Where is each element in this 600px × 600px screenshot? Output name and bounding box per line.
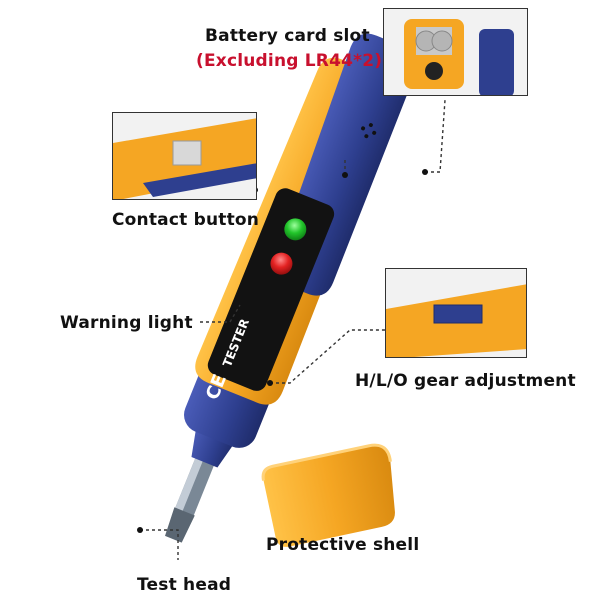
warning-light-label: Warning light (60, 313, 193, 333)
protective-shell-label: Protective shell (266, 535, 420, 555)
contact-button-label: Contact button (112, 210, 260, 230)
test-head-probe (165, 453, 216, 543)
leader-battery (425, 99, 446, 173)
gear-switch-photo (386, 269, 526, 357)
contact-button-inset (112, 112, 257, 200)
contact-button-photo (113, 113, 256, 199)
battery-slot-label: Battery card slot (205, 26, 370, 46)
battery-note-label: (Excluding LR44*2) (196, 51, 383, 71)
led-green-icon (284, 218, 307, 241)
leader-warning (200, 304, 241, 323)
speaker-holes-icon (361, 123, 377, 139)
display-panel (207, 188, 335, 391)
gear-adjustment-label: H/L/O gear adjustment (355, 371, 576, 391)
gear-adjustment-inset (385, 268, 527, 358)
protective-shell (261, 443, 395, 547)
leader-gear (270, 329, 385, 384)
led-red-icon (270, 252, 293, 275)
battery-slot-photo (384, 9, 527, 95)
leader-test-head (140, 529, 179, 560)
test-head-label: Test head (137, 575, 232, 595)
battery-slot-inset (383, 8, 528, 96)
